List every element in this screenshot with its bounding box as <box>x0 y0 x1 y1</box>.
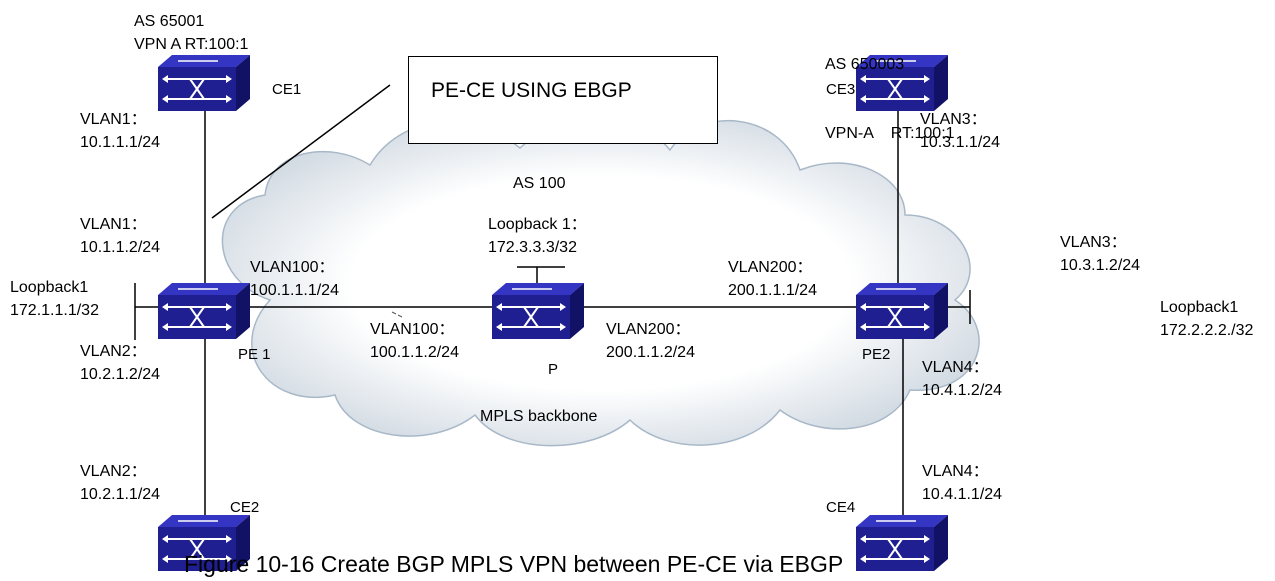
pe1-vlan100-label: VLAN100： 100.1.1.1/24 <box>250 256 339 302</box>
p-vlan200-label: VLAN200： 200.1.1.2/24 <box>606 318 695 364</box>
pe1-vlan1-name: VLAN1： <box>80 216 147 233</box>
backbone-label: MPLS backbone <box>480 408 598 425</box>
ce1-as: AS 65001 <box>134 13 205 30</box>
p-vlan100-label: VLAN100： 100.1.1.2/24 <box>370 318 459 364</box>
ce1-vlan1-label: VLAN1： 10.1.1.1/24 <box>80 108 160 154</box>
pe2-vlan3-ip: 10.3.1.2/24 <box>1060 257 1141 274</box>
ce2-vlan2-name: VLAN2： <box>80 463 147 480</box>
pe2-vlan200-label: VLAN200： 200.1.1.1/24 <box>728 256 817 302</box>
as-label: AS 100 <box>513 175 566 192</box>
ce3-vlan3-name: VLAN3： <box>920 111 987 128</box>
ce2-vlan2-label: VLAN2： 10.2.1.1/24 <box>80 460 160 506</box>
pe2-loopback-label: Loopback1 172.2.2.2./32 <box>1160 296 1253 342</box>
pe1-vlan2-label: VLAN2： 10.2.1.2/24 <box>80 340 160 386</box>
pe1-vlan1-ip: 10.1.1.2/24 <box>80 239 161 256</box>
pe2-vlan200-name: VLAN200： <box>728 259 813 276</box>
device-label-ce3: CE3 <box>826 81 856 98</box>
device-label-ce2: CE2 <box>230 499 260 516</box>
p-vlan200-name: VLAN200： <box>606 321 691 338</box>
pe1-loopback-name: Loopback1 <box>10 279 89 296</box>
callout-pointer <box>211 84 391 219</box>
callout-box: PE-CE USING EBGP <box>408 56 718 144</box>
pe1-loopback-ip: 172.1.1.1/32 <box>10 302 99 319</box>
ce1-as-info: AS 65001 VPN A RT:100:1 <box>134 10 248 56</box>
ce4-vlan4-name: VLAN4： <box>922 463 989 480</box>
p-vlan100-ip: 100.1.1.2/24 <box>370 344 459 361</box>
pe2-vlan3-name: VLAN3： <box>1060 234 1127 251</box>
device-label-ce1: CE1 <box>272 81 302 98</box>
ce1-vlan1-ip: 10.1.1.1/24 <box>80 134 161 151</box>
pe1-vlan2-name: VLAN2： <box>80 343 147 360</box>
pe2-vlan3-label: VLAN3： 10.3.1.2/24 <box>1060 231 1140 277</box>
ce3-vpn: VPN-A RT:100:1 <box>825 125 955 142</box>
device-label-ce4: CE4 <box>826 499 856 516</box>
ce1-vpn: VPN A RT:100:1 <box>134 36 249 53</box>
ce3-vlan3-label: VLAN3： 10.3.1.1/24 <box>920 108 1000 154</box>
router-icon <box>158 283 250 339</box>
router-icon <box>158 55 250 111</box>
mpls-cloud <box>221 119 980 447</box>
pe2-loopback-ip: 172.2.2.2./32 <box>1160 322 1254 339</box>
p-loopback-label: Loopback 1： 172.3.3.3/32 <box>488 213 587 259</box>
ce3-vlan3-ip: 10.3.1.1/24 <box>920 134 1001 151</box>
router-icon <box>856 283 948 339</box>
pe2-vlan4-name: VLAN4： <box>922 359 989 376</box>
p-vlan200-ip: 200.1.1.2/24 <box>606 344 695 361</box>
ce3-as-info: AS 650003 VPN-A RT:100:1 <box>825 7 955 168</box>
router-icon <box>492 283 584 339</box>
p-loopback-ip: 172.3.3.3/32 <box>488 239 577 256</box>
ce4-vlan4-ip: 10.4.1.1/24 <box>922 486 1003 503</box>
pe1-vlan1-label: VLAN1： 10.1.1.2/24 <box>80 213 160 259</box>
device-label-p: P <box>548 361 559 378</box>
router-icon <box>856 515 948 571</box>
figure-caption: Figure 10-16 Create BGP MPLS VPN between… <box>184 551 844 577</box>
pe1-vlan2-ip: 10.2.1.2/24 <box>80 366 161 383</box>
p-loopback-name: Loopback 1： <box>488 216 587 233</box>
pe1-loopback-label: Loopback1 172.1.1.1/32 <box>10 276 99 322</box>
pe2-vlan4-label: VLAN4： 10.4.1.2/24 <box>922 356 1002 402</box>
pe1-vlan100-ip: 100.1.1.1/24 <box>250 282 339 299</box>
ce2-vlan2-ip: 10.2.1.1/24 <box>80 486 161 503</box>
ce3-as: AS 650003 <box>825 56 905 73</box>
pe2-vlan4-ip: 10.4.1.2/24 <box>922 382 1003 399</box>
pe2-loopback-name: Loopback1 <box>1160 299 1239 316</box>
pe2-vlan200-ip: 200.1.1.1/24 <box>728 282 817 299</box>
device-label-pe2: PE2 <box>862 346 891 363</box>
pe1-vlan100-name: VLAN100： <box>250 259 335 276</box>
device-label-pe1: PE 1 <box>238 346 271 363</box>
ce4-vlan4-label: VLAN4： 10.4.1.1/24 <box>922 460 1002 506</box>
p-vlan100-name: VLAN100： <box>370 321 455 338</box>
ce1-vlan1-name: VLAN1： <box>80 111 147 128</box>
callout-text: PE-CE USING EBGP <box>431 79 632 102</box>
